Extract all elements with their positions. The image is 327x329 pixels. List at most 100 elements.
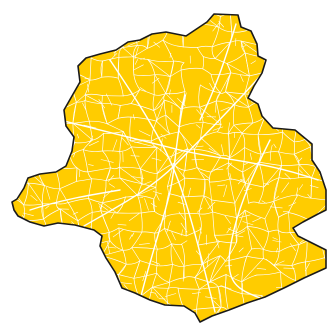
street-segment [43,14,54,17]
street-segment [308,320,326,322]
street-segment [137,195,155,200]
street-segment [19,32,26,41]
street-segment [102,133,104,152]
street-segment [105,295,110,308]
street-segment [122,294,127,308]
street-segment [263,72,267,96]
street-segment [276,247,278,253]
street-segment [122,294,140,298]
street-segment [82,149,103,152]
street-segment [12,219,24,233]
street-segment [304,108,326,112]
street-segment [44,185,61,190]
street-segment [105,177,121,182]
street-segment [297,84,303,86]
street-segment [134,59,138,65]
street-segment [101,76,119,79]
street-segment [29,20,32,29]
street-segment [271,55,275,62]
street-segment [102,202,118,214]
street-segment [184,213,187,237]
street-segment [289,53,314,62]
street-segment [209,255,221,283]
street-segment [280,271,296,281]
street-segment [114,26,117,32]
street-segment [152,191,162,195]
street-segment [138,197,144,199]
street-segment [264,218,269,233]
street-segment [160,133,167,139]
street-segment [309,16,326,34]
street-segment [72,81,74,88]
street-segment [295,24,297,48]
street-segment [41,273,58,280]
street-segment [163,14,171,22]
street-segment [72,123,93,141]
street-segment [100,210,110,233]
street-segment [97,281,108,290]
street-segment [289,304,299,322]
street-segment [202,56,205,70]
street-segment [27,58,32,73]
street-segment [28,258,44,261]
street-segment [217,286,226,288]
street-segment [21,131,42,156]
street-segment [304,94,308,112]
street-segment [242,161,260,173]
street-segment [180,222,188,233]
street-segment [43,41,45,65]
street-segment [109,240,124,251]
street-segment [277,27,283,50]
street-segment [27,125,33,136]
street-segment [67,288,94,292]
street-segment [278,151,282,166]
street-segment [84,93,103,96]
street-segment [70,42,96,48]
street-segment [185,312,195,322]
street-segment [156,147,158,174]
street-segment [304,279,307,296]
street-segment [300,9,313,12]
street-segment [151,77,160,84]
street-segment [293,146,311,155]
street-segment [192,292,201,294]
street-segment [122,45,138,48]
street-segment [40,131,55,153]
street-segment [167,186,169,194]
street-segment [90,255,102,262]
street-segment [146,302,156,309]
street-segment [218,21,224,28]
street-segment [106,93,113,106]
street-segment [169,89,171,95]
street-segment [140,147,158,169]
street-segment [201,172,211,180]
street-segment [43,14,46,24]
street-segment [133,64,144,71]
street-segment [172,263,185,268]
street-segment [52,152,61,160]
street-segment [263,177,280,188]
street-segment [244,52,250,77]
street-segment [140,168,143,184]
street-segment [90,57,103,62]
street-segment [211,46,216,59]
street-segment [137,195,142,214]
street-segment [119,131,124,152]
street-segment [139,260,158,267]
street-segment [162,39,174,62]
street-segment [91,24,96,44]
street-segment [221,144,224,156]
street-segment [139,168,158,174]
street-segment [277,229,291,234]
street-segment [53,135,63,153]
street-segment [234,104,250,108]
street-segment [52,245,61,264]
street-segment [278,131,284,153]
street-segment [179,131,195,150]
street-segment [248,106,254,124]
street-segment [312,14,326,17]
street-segment [49,80,54,90]
street-segment [209,274,227,283]
street-segment [59,208,79,222]
street-segment [277,27,283,50]
